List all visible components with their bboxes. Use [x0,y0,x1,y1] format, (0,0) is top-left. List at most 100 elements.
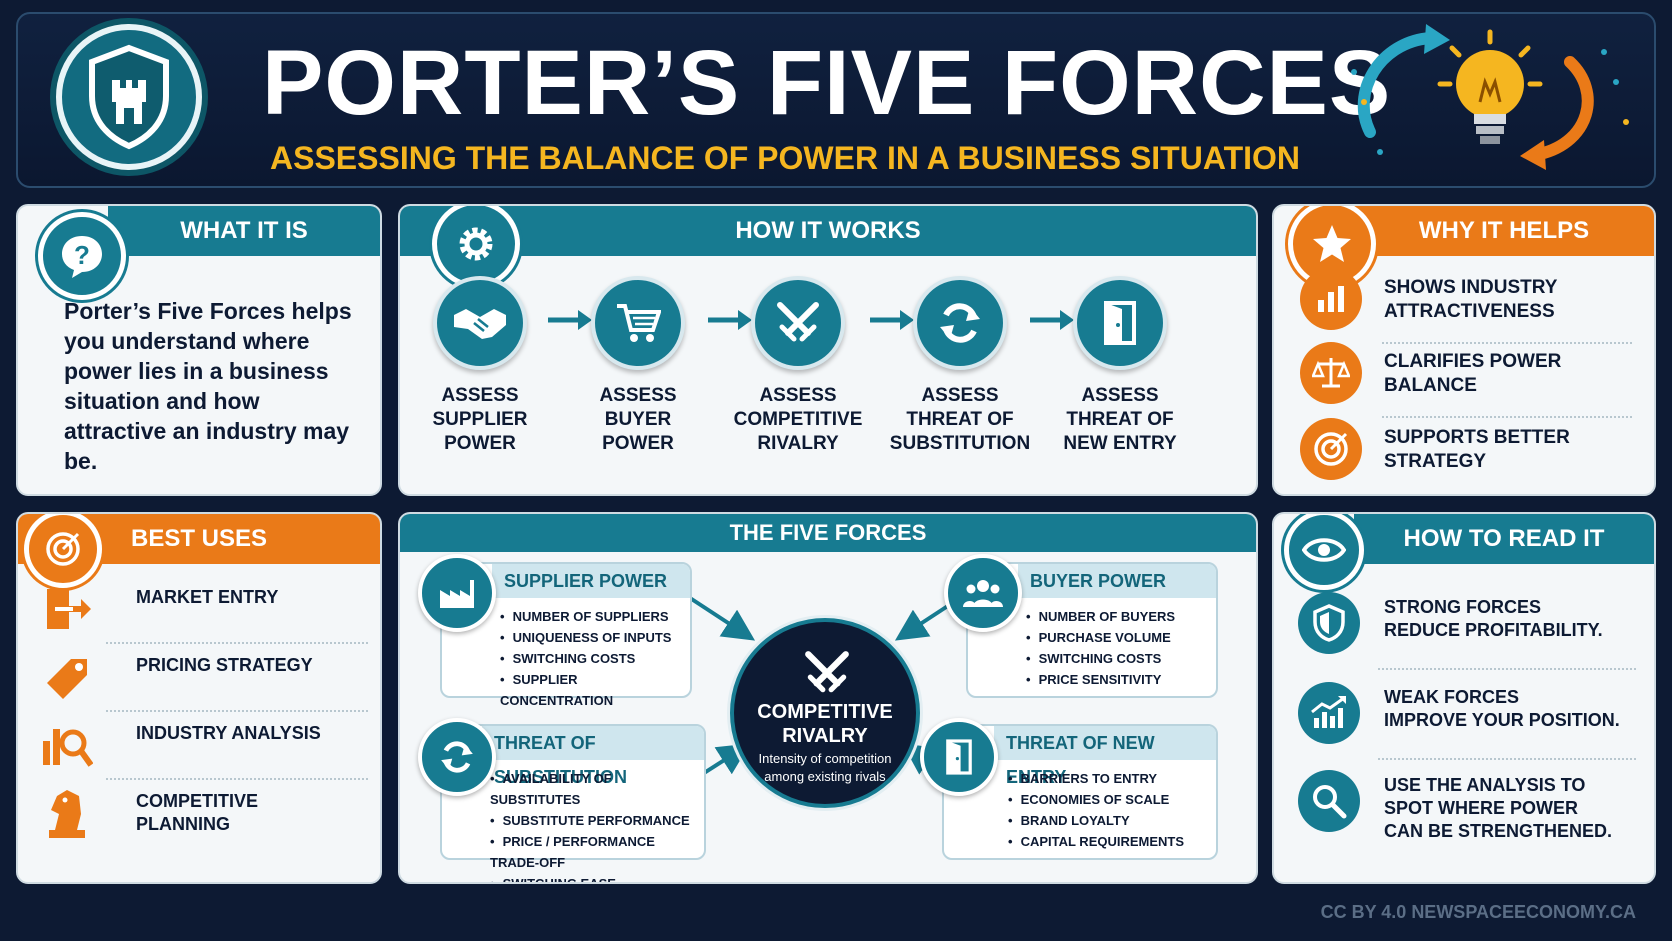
factor-item: BARRIERS TO ENTRY [1008,768,1184,789]
five-forces-panel: THE FIVE FORCES SUPPLIER POWER NUMBER OF… [398,512,1258,884]
crossed-swords-icon [751,276,845,370]
substitution-factors: AVAILABILITY OF SUBSTITUTES SUBSTITUTE P… [490,768,704,882]
buyer-power-title: BUYER POWER [1018,564,1216,598]
why-it-helps-heading: WHY IT HELPS [1354,206,1654,256]
license-credit: CC BY 4.0 NEWSPACEECONOMY.CA [1320,902,1636,922]
use-item-label: INDUSTRY ANALYSIS [136,723,321,743]
step-buyer-power: ASSESS BUYER POWER [558,276,718,456]
divider [1378,758,1636,760]
use-item-label: COMPETITIVE PLANNING [136,791,259,834]
supplier-power-factors: NUMBER OF SUPPLIERS UNIQUENESS OF INPUTS… [500,606,690,711]
cart-icon [591,276,685,370]
castle-shield-icon [89,44,169,150]
svg-text:?: ? [74,240,90,270]
step-label: ASSESS THREAT OF NEW ENTRY [1063,385,1177,454]
target-icon [24,514,102,588]
why-item-attractiveness: SHOWS INDUSTRY ATTRACTIVENESS [1300,268,1640,332]
use-item-label: PRICING STRATEGY [136,655,313,675]
buyer-power-factors: NUMBER OF BUYERS PURCHASE VOLUME SWITCHI… [1026,606,1176,690]
refresh-icon [418,718,496,796]
divider [1382,416,1632,418]
why-item-label: SUPPORTS BETTER STRATEGY [1384,427,1570,472]
divider [106,778,368,780]
page-title: PORTER’S FIVE FORCES [262,32,1392,134]
what-it-is-description: Porter’s Five Forces helps you understan… [64,298,352,474]
factor-item: SUBSTITUTE PERFORMANCE [490,810,704,831]
shield-icon [1298,592,1360,654]
factor-item: BRAND LOYALTY [1008,810,1184,831]
people-group-icon [944,554,1022,632]
competitive-rivalry-center: COMPETITIVE RIVALRY Intensity of competi… [730,618,920,808]
divider [106,710,368,712]
how-it-works-panel: HOW IT WORKS ASSESS SUPPLIER POWER ASSES… [398,204,1258,496]
what-it-is-panel: WHAT IT IS ? Porter’s Five Forces helps … [16,204,382,496]
factor-item: ECONOMIES OF SCALE [1008,789,1184,810]
read-item-label: USE THE ANALYSIS TO SPOT WHERE POWER CAN… [1384,775,1613,841]
rivalry-description: Intensity of competition among existing … [758,751,892,784]
read-item-label: WEAK FORCES IMPROVE YOUR POSITION. [1384,687,1620,730]
divider [1378,668,1636,670]
handshake-icon [433,276,527,370]
refresh-icon [913,276,1007,370]
step-label: ASSESS COMPETITIVE RIVALRY [733,385,863,454]
read-item-label: STRONG FORCES REDUCE PROFITABILITY. [1384,597,1603,640]
use-item-industry-analysis: INDUSTRY ANALYSIS [40,718,370,776]
door-icon [1073,276,1167,370]
new-entry-factors: BARRIERS TO ENTRY ECONOMIES OF SCALE BRA… [1008,768,1184,852]
factor-item: NUMBER OF BUYERS [1026,606,1176,627]
factor-item: PRICE / PERFORMANCE TRADE-OFF [490,831,704,873]
divider [1382,342,1632,344]
how-it-works-heading: HOW IT WORKS [400,206,1256,256]
step-label: ASSESS BUYER POWER [599,385,677,454]
magnifier-icon [1298,770,1360,832]
factor-item: SWITCHING COSTS [500,648,690,669]
eye-icon [1284,514,1364,590]
scales-icon [1300,342,1362,404]
step-competitive-rivalry: ASSESS COMPETITIVE RIVALRY [718,276,878,456]
step-threat-of-substitution: ASSESS THREAT OF SUBSTITUTION [880,276,1040,456]
gear-icon [432,206,520,288]
arrow-right-icon [548,310,592,330]
factor-item: AVAILABILITY OF SUBSTITUTES [490,768,704,810]
header-banner [16,12,1656,188]
use-item-pricing-strategy: PRICING STRATEGY [40,650,370,708]
supplier-power-title: SUPPLIER POWER [492,564,690,598]
use-item-market-entry: MARKET ENTRY [40,582,370,640]
best-uses-panel: BEST USES MARKET ENTRY PRICING STRATEGY … [16,512,382,884]
factor-item: PRICE SENSITIVITY [1026,669,1175,690]
why-it-helps-panel: WHY IT HELPS SHOWS INDUSTRY ATTRACTIVENE… [1272,204,1656,496]
factor-item: NUMBER OF SUPPLIERS [500,606,690,627]
growth-chart-icon [1298,682,1360,744]
step-label: ASSESS THREAT OF SUBSTITUTION [889,385,1031,454]
factor-item: UNIQUENESS OF INPUTS [500,627,690,648]
chess-knight-icon [40,786,94,840]
factory-icon [418,554,496,632]
how-to-read-heading: HOW TO READ IT [1354,514,1654,564]
door-icon [920,718,998,796]
factor-item: SWITCHING EASE [490,873,704,882]
analysis-icon [40,718,94,772]
step-supplier-power: ASSESS SUPPLIER POWER [400,276,560,456]
five-forces-heading: THE FIVE FORCES [400,514,1256,552]
use-item-competitive-planning: COMPETITIVE PLANNING [40,786,370,844]
step-threat-of-new-entry: ASSESS THREAT OF NEW ENTRY [1040,276,1200,456]
new-entry-title: THREAT OF NEW ENTRY [994,726,1216,787]
bar-chart-icon [1300,268,1362,330]
use-item-label: MARKET ENTRY [136,587,279,607]
why-item-label: CLARIFIES POWER BALANCE [1384,351,1562,396]
factor-item: SWITCHING COSTS [1026,648,1175,669]
step-label: ASSESS SUPPLIER POWER [432,385,528,454]
rivalry-title: COMPETITIVE RIVALRY [757,701,893,747]
divider [106,642,368,644]
how-to-read-panel: HOW TO READ IT STRONG FORCES REDUCE PROF… [1272,512,1656,884]
why-item-power-balance: CLARIFIES POWER BALANCE [1300,342,1640,406]
factor-item: CAPITAL REQUIREMENTS [1008,831,1184,852]
substitution-title: THREAT OF SUBSTITUTION [482,726,704,787]
price-tag-icon [40,650,94,704]
castle-shield-logo [56,24,202,170]
factor-item: PURCHASE VOLUME [1026,627,1175,648]
factor-item: SUPPLIER CONCENTRATION [500,669,690,711]
arrow-right-icon [1030,310,1074,330]
what-it-is-heading: WHAT IT IS [108,206,380,256]
arrow-right-icon [870,310,914,330]
